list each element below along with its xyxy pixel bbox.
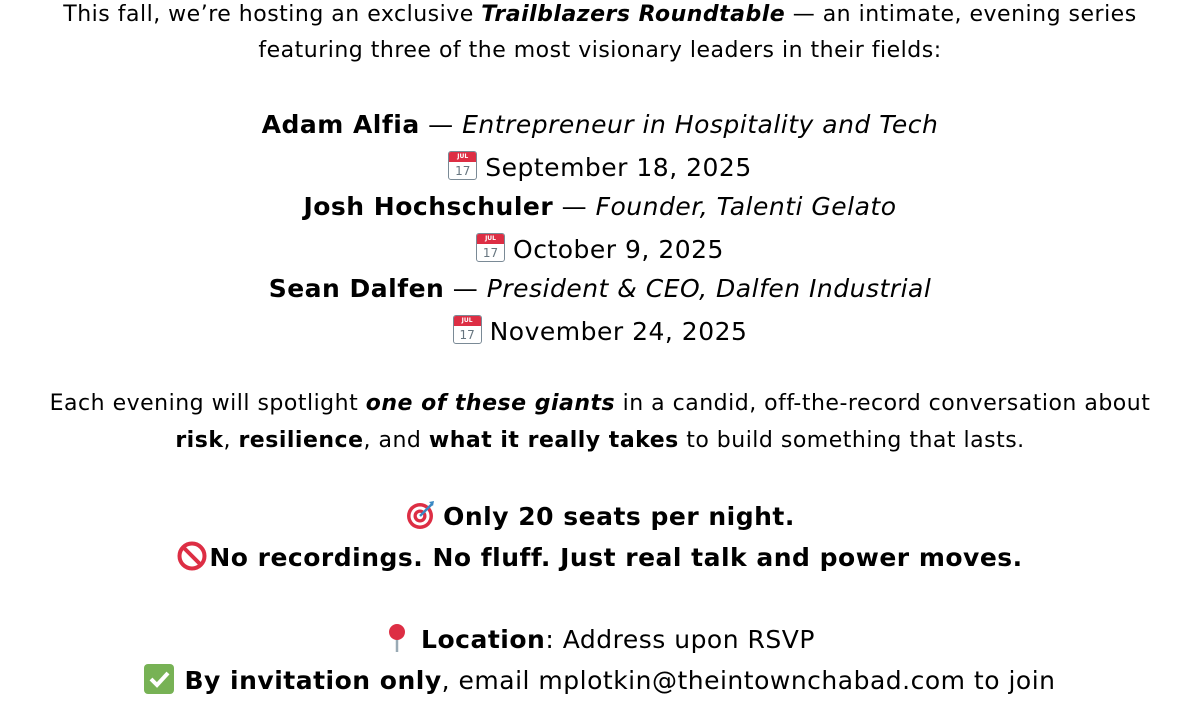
- description-text: Each evening will spotlight: [49, 391, 366, 416]
- invite-email[interactable]: mplotkin@theintownchabad.com: [538, 666, 966, 695]
- location-line: Location: Address upon RSVP: [0, 623, 1200, 654]
- speaker-role: Entrepreneur in Hospitality and Tech: [462, 110, 939, 139]
- invite-line: By invitation only, email mplotkin@thein…: [0, 664, 1200, 695]
- speaker-name: Josh Hochschuler: [303, 192, 554, 221]
- punctuation: ,: [223, 428, 239, 453]
- event-date: September 18, 2025: [485, 153, 752, 182]
- speaker-1: Adam Alfia — Entrepreneur in Hospitality…: [0, 110, 1200, 139]
- no-recordings-text: No recordings. No fluff. Just real talk …: [209, 543, 1023, 572]
- event-date: November 24, 2025: [489, 317, 748, 346]
- invite-label: By invitation only: [184, 666, 442, 695]
- direct-hit-icon: [405, 500, 435, 530]
- speaker-role: President & CEO, Dalfen Industrial: [486, 274, 932, 303]
- check-mark-button-icon: [144, 664, 175, 694]
- keyword-risk: risk: [175, 428, 224, 453]
- description-line-1: Each evening will spotlight one of these…: [0, 391, 1200, 416]
- description-line-2: risk, resilience, and what it really tak…: [0, 428, 1200, 453]
- round-pushpin-icon: [385, 623, 409, 653]
- speaker-3-date: JUL 17 November 24, 2025: [0, 315, 1200, 346]
- speaker-role: Founder, Talenti Gelato: [595, 192, 897, 221]
- invite-text: , email: [441, 666, 539, 695]
- calendar-month: JUL: [449, 152, 477, 162]
- description-text: in a candid, off-the-record conversation…: [615, 391, 1151, 416]
- speaker-2: Josh Hochschuler — Founder, Talenti Gela…: [0, 192, 1200, 221]
- separator: —: [553, 192, 596, 221]
- calendar-month: JUL: [453, 316, 481, 326]
- speaker-3: Sean Dalfen — President & CEO, Dalfen In…: [0, 274, 1200, 303]
- calendar-icon: JUL 17: [448, 151, 478, 180]
- seats-text: Only 20 seats per night.: [443, 502, 795, 531]
- seats-line: Only 20 seats per night.: [0, 500, 1200, 531]
- calendar-day: 17: [455, 164, 471, 178]
- speaker-name: Adam Alfia: [261, 110, 420, 139]
- calendar-month: JUL: [477, 234, 505, 244]
- series-title: Trailblazers Roundtable: [481, 2, 786, 27]
- intro-line-2: featuring three of the most visionary le…: [0, 38, 1200, 63]
- speaker-2-date: JUL 17 October 9, 2025: [0, 233, 1200, 264]
- invite-text: to join: [965, 666, 1056, 695]
- speaker-name: Sean Dalfen: [268, 274, 445, 303]
- keyword-takes: what it really takes: [428, 428, 679, 453]
- intro-text: — an intimate, evening series: [785, 2, 1137, 27]
- event-date: October 9, 2025: [513, 235, 724, 264]
- keyword-resilience: resilience: [238, 428, 364, 453]
- calendar-icon: JUL 17: [476, 233, 506, 262]
- calendar-day: 17: [459, 328, 475, 342]
- calendar-day: 17: [482, 246, 499, 260]
- calendar-icon: JUL 17: [452, 315, 482, 344]
- intro-line-1: This fall, we’re hosting an exclusive Tr…: [0, 2, 1200, 27]
- description-text: to build something that lasts.: [678, 428, 1025, 453]
- emphasis-text: one of these giants: [365, 391, 616, 416]
- prohibited-icon: [177, 541, 207, 571]
- separator: —: [419, 110, 463, 139]
- description-text: , and: [363, 428, 429, 453]
- intro-text: This fall, we’re hosting an exclusive: [63, 2, 482, 27]
- location-value: : Address upon RSVP: [545, 625, 815, 654]
- speaker-1-date: JUL 17 September 18, 2025: [0, 151, 1200, 182]
- location-label: Location: [421, 625, 546, 654]
- no-recordings-line: No recordings. No fluff. Just real talk …: [0, 541, 1200, 572]
- intro-text: featuring three of the most visionary le…: [258, 38, 942, 63]
- separator: —: [444, 274, 487, 303]
